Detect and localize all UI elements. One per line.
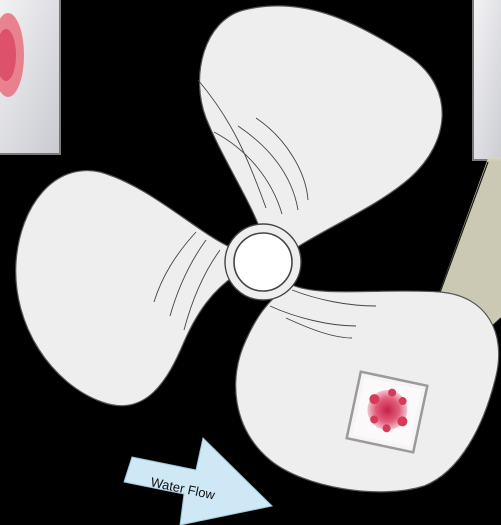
photo-thumbnail-left [0, 0, 60, 154]
arrow-right-icon: Water Flow [124, 438, 272, 525]
propeller-icon [16, 6, 499, 492]
photo-thumbnail-right [473, 0, 501, 160]
water-flow-arrow [124, 438, 272, 525]
propeller-hub-inner [234, 233, 292, 291]
propeller-blade-top [200, 6, 443, 253]
propeller-blade-left [16, 171, 240, 406]
dye-sample [347, 372, 428, 453]
